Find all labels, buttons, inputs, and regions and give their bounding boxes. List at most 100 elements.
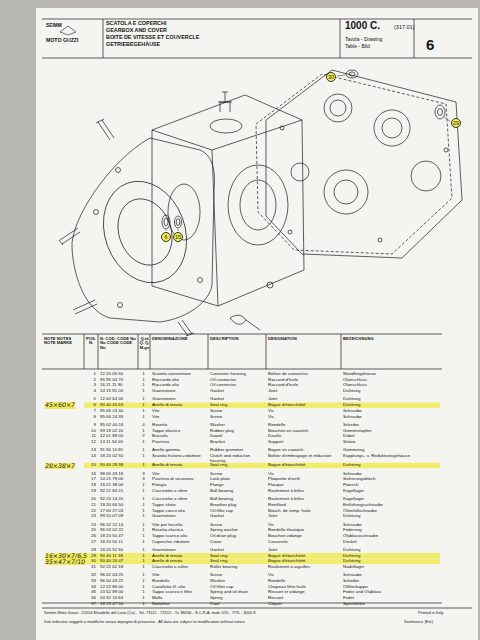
- housing-bore: [168, 184, 200, 240]
- part-name-de: Dichtung: [343, 514, 438, 519]
- part-name-fr: Bague d'étanchéité: [268, 463, 340, 468]
- quantity: 1: [139, 389, 148, 394]
- part-name-fr: Support: [268, 440, 340, 445]
- quantity: 1: [139, 523, 148, 528]
- part-name-it: Anello di tenuta: [152, 403, 208, 408]
- part-name-en: Screw: [210, 523, 266, 528]
- table-rule: [84, 334, 85, 369]
- part-code: 14 21 79 00: [100, 477, 138, 482]
- part-code: 18 21 38 00: [100, 483, 138, 488]
- part-code: 99 10 07 09: [100, 514, 138, 519]
- seal-ring: [164, 218, 168, 226]
- part-name-en: Pawl: [210, 602, 266, 607]
- highlight-bar: [84, 403, 440, 408]
- model-code: (317.01): [394, 25, 415, 31]
- part-name-it: Cavallotto fil. olio: [152, 585, 208, 590]
- quantity: 2: [139, 434, 148, 439]
- quantity: 1: [139, 548, 148, 553]
- column-heading: DESIGNATION: [268, 337, 340, 341]
- part-code: 18 23 47 50: [100, 602, 138, 607]
- part-name-en: Screw: [210, 415, 266, 420]
- part-name-fr: Vis: [268, 409, 340, 414]
- part-name-it: Anello di tenuta: [152, 463, 208, 468]
- part-name-it: Piastrina di sicurezza: [152, 477, 208, 482]
- part-name-en: Washer: [210, 579, 266, 584]
- column-heading: NOTE NOTES NOTE MARKE: [44, 337, 82, 346]
- callout-number: 6: [161, 232, 171, 242]
- quantity: 1: [139, 579, 148, 584]
- part-name-it: Raccordo olio: [152, 383, 208, 388]
- quantity: 1: [139, 397, 148, 402]
- part-name-fr: Roulement à aiguilles: [268, 565, 340, 570]
- table-rule: [42, 369, 442, 370]
- position-number: 10: [84, 429, 96, 434]
- position-number: 11: [84, 434, 96, 439]
- part-name-de: Schraube: [343, 415, 438, 420]
- part-name-de: Flansch: [343, 483, 438, 488]
- part-name-de: Stütze: [343, 440, 438, 445]
- position-number: 1: [84, 372, 96, 377]
- column-heading: POS. N.: [85, 337, 97, 346]
- leader-line: [337, 75, 345, 76]
- part-name-fr: Vis: [268, 472, 340, 477]
- part-name-it: Vite: [152, 472, 208, 477]
- bolt-hole: [288, 230, 292, 234]
- quantity: 1: [139, 448, 148, 453]
- part-code: 92 22 62 18: [100, 565, 138, 570]
- position-number: 24: [84, 523, 96, 528]
- part-code: 90 40 45 63: [100, 403, 138, 408]
- quantity: 1: [139, 463, 148, 468]
- seal-ring: [176, 219, 180, 226]
- handwritten-size: 45×60×7: [45, 402, 75, 408]
- position-number: 25: [84, 528, 96, 533]
- quantity: 1: [139, 489, 148, 494]
- part-name-it: Rosetta: [152, 423, 208, 428]
- quantity: 1: [139, 503, 148, 508]
- part-name-it: Cuscinetto a rullini: [152, 565, 208, 570]
- part-name-fr: Joint: [268, 397, 340, 402]
- quantity: 1: [139, 514, 148, 519]
- bearing-bore: [411, 161, 441, 191]
- position-number: 3: [84, 383, 96, 388]
- part-name-en: Oil connector: [210, 378, 266, 383]
- model-number: 1000 C.: [345, 21, 380, 32]
- housing-bore: [90, 169, 201, 294]
- table-label: Tavola - Drawing: [345, 37, 382, 42]
- table-rule: [98, 334, 99, 369]
- part-code: 16 11 11 90: [100, 383, 138, 388]
- table-number: 6: [426, 37, 434, 53]
- bearing-bore: [334, 180, 358, 204]
- column-heading: Q.tà Q. Q. M.ge: [139, 337, 150, 350]
- logo-text: SEIMM: [46, 23, 62, 28]
- table-rule: [341, 334, 342, 369]
- part-code: 92 20 14 20: [100, 497, 138, 502]
- part-name-en: Gasket: [210, 548, 266, 553]
- quantity: 1: [139, 440, 148, 445]
- part-code: 14 11 54 00: [100, 440, 138, 445]
- part-name-fr: Boîtier d'embrayage et réduction: [268, 454, 340, 459]
- bearing-bore: [382, 118, 402, 138]
- part-name-en: Ball bearing: [210, 489, 266, 494]
- position-number: 22: [84, 509, 96, 514]
- callout-number: 29: [451, 118, 461, 128]
- quantity: 1: [139, 590, 148, 595]
- part-name-de: Schraube: [343, 523, 438, 528]
- position-number: 6: [84, 403, 96, 408]
- part-name-fr: Rondelle: [268, 423, 340, 428]
- position-number: 19: [84, 489, 96, 494]
- part-name-fr: Raccord d'huile: [268, 383, 340, 388]
- part-name-de: Ölanschluss: [343, 378, 438, 383]
- part-name-it: Guarnizione: [152, 397, 208, 402]
- part-name-de: Feder und Ölablass: [343, 590, 438, 595]
- part-code: 90 40 11 38: [100, 554, 138, 559]
- position-number: 23: [84, 514, 96, 519]
- part-name-fr: Plaquette d'arrêt: [268, 477, 340, 482]
- logo-text: MOTO GUZZI: [46, 38, 78, 43]
- quantity: 1: [139, 596, 148, 601]
- part-name-it: Tappo carico olio: [152, 509, 208, 514]
- part-name-it: Guarnizione: [152, 514, 208, 519]
- bolt-hole: [94, 210, 99, 215]
- logo-eagle: [60, 26, 76, 35]
- top-opening: [210, 119, 242, 133]
- quantity: 1: [139, 602, 148, 607]
